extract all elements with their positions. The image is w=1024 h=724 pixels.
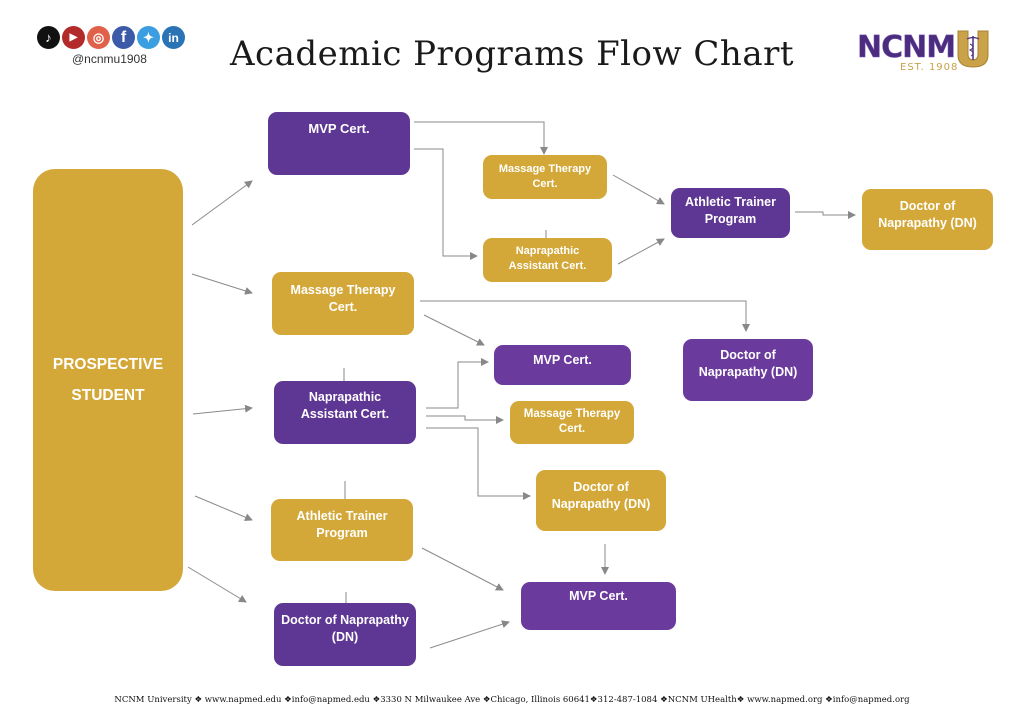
node-athletic-trainer-main[interactable]: Athletic Trainer Program — [271, 499, 413, 561]
linkedin-icon[interactable]: in — [162, 26, 185, 49]
node-mvp-cert-top[interactable]: MVP Cert. — [268, 112, 410, 175]
arrow-na-to-at — [617, 238, 665, 265]
node-label: PROSPECTIVE — [52, 356, 164, 373]
arrow-start-to-at — [194, 495, 253, 521]
twitter-icon[interactable]: ✦ — [137, 26, 160, 49]
node-label: Doctor of Naprapathy (DN) — [551, 480, 651, 511]
node-label: MVP Cert. — [569, 589, 628, 603]
arrow-na-to-mvp — [426, 358, 489, 409]
arrow-start-to-dn — [187, 566, 247, 603]
node-label: MVP Cert. — [533, 353, 592, 367]
node-mvp-cert-bottom[interactable]: MVP Cert. — [521, 582, 676, 630]
node-label: Massage Therapy Cert. — [523, 408, 621, 435]
node-naprapathic-assistant-branch1[interactable]: Naprapathic Assistant Cert. — [483, 238, 612, 282]
node-massage-therapy-branch1[interactable]: Massage Therapy Cert. — [483, 155, 607, 199]
facebook-icon[interactable]: f — [112, 26, 135, 49]
node-massage-therapy-main[interactable]: Massage Therapy Cert. — [272, 272, 414, 335]
node-label: Naprapathic Assistant Cert. — [300, 390, 390, 421]
node-prospective-student[interactable]: PROSPECTIVE STUDENT — [33, 169, 183, 591]
node-label: Athletic Trainer Program — [296, 509, 388, 540]
node-doctor-naprapathy-branch1[interactable]: Doctor of Naprapathy (DN) — [862, 189, 993, 250]
node-doctor-naprapathy-branch3[interactable]: Doctor of Naprapathy (DN) — [536, 470, 666, 531]
social-handle: @ncnmu1908 — [72, 52, 147, 66]
node-mvp-cert-branch3[interactable]: MVP Cert. — [494, 345, 631, 385]
ncnm-logo: NCNM EST. 1908 — [857, 30, 997, 76]
arrow-mt-to-mvp — [423, 314, 485, 346]
footer-contact: NCNM University ❖ www.napmed.edu ❖info@n… — [114, 695, 910, 705]
arrow-mt-to-at — [612, 174, 665, 205]
caduceus-u-icon — [957, 30, 989, 68]
arrow-mvp-to-na — [414, 148, 478, 260]
node-label: Athletic Trainer Program — [685, 195, 776, 226]
logo-est: EST. 1908 — [900, 62, 959, 73]
arrow-na-to-mt — [426, 415, 504, 424]
arrow-start-to-na — [192, 404, 253, 415]
logo-text: NCNM — [857, 30, 957, 66]
node-label: Massage Therapy Cert. — [498, 163, 592, 190]
youtube-icon[interactable]: ▶ — [62, 26, 85, 49]
arrow-start-to-mvp — [191, 180, 253, 226]
arrow-dn-to-mvp — [429, 620, 510, 649]
instagram-icon[interactable]: ◎ — [87, 26, 110, 49]
node-label: Doctor of Naprapathy (DN) — [878, 199, 977, 230]
arrow-mt-to-dn — [420, 300, 750, 332]
node-athletic-trainer-branch1[interactable]: Athletic Trainer Program — [671, 188, 790, 238]
arrow-start-to-mt — [191, 273, 253, 295]
node-massage-therapy-branch3[interactable]: Massage Therapy Cert. — [510, 401, 634, 444]
node-label: Massage Therapy Cert. — [290, 283, 396, 314]
arrow-at-to-mvp — [421, 547, 504, 591]
node-naprapathic-assistant-main[interactable]: Naprapathic Assistant Cert. — [274, 381, 416, 444]
arrow-at-to-dn — [795, 211, 856, 219]
tiktok-icon[interactable]: ♪ — [37, 26, 60, 49]
node-doctor-naprapathy-main[interactable]: Doctor of Naprapathy (DN) — [274, 603, 416, 666]
arrow-mvp-to-mt — [414, 121, 548, 155]
node-label: Doctor of Naprapathy (DN) — [698, 348, 798, 379]
social-icons: ♪ ▶ ◎ f ✦ in — [37, 26, 185, 49]
node-label: MVP Cert. — [308, 121, 370, 136]
node-label: Doctor of Naprapathy (DN) — [281, 613, 409, 644]
node-doctor-naprapathy-branch2[interactable]: Doctor of Naprapathy (DN) — [683, 339, 813, 401]
node-label: STUDENT — [71, 387, 145, 404]
node-label: Naprapathic Assistant Cert. — [508, 245, 587, 272]
page-title: Academic Programs Flow Chart — [229, 34, 795, 74]
